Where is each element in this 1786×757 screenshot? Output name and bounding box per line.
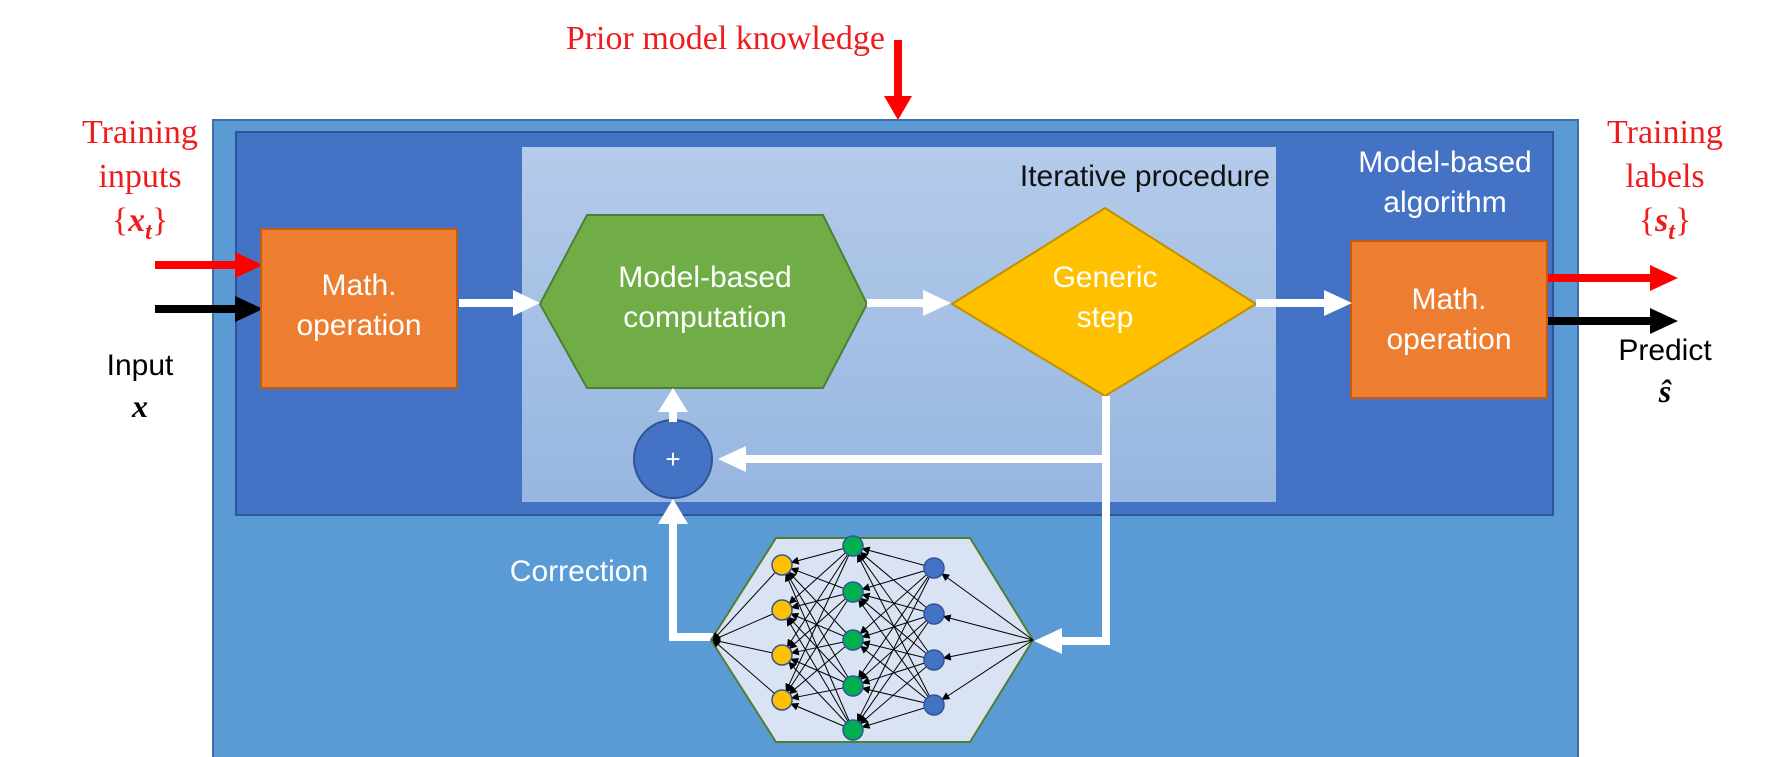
nn-edge [861, 704, 935, 729]
nn-node-green [842, 629, 864, 651]
nn-edge [859, 597, 935, 661]
neural-network-hexagon [709, 537, 1035, 743]
prior-knowledge-label: Prior model knowledge [565, 20, 885, 57]
predict-text: Predict [1618, 334, 1712, 367]
nn-edge [712, 609, 783, 641]
input-label: Input x [80, 346, 200, 426]
nn-node-yellow [771, 554, 793, 576]
nn-edge [941, 639, 1034, 701]
training-label-arrow [1546, 265, 1678, 291]
predict-arrow [1546, 308, 1678, 334]
nn-edge [858, 613, 935, 723]
nn-edge [790, 612, 854, 641]
nn-node-yellow [771, 644, 793, 666]
nn-edge [861, 640, 935, 661]
nn-edge [861, 592, 935, 615]
nn-edge [790, 658, 854, 687]
nn-edge [786, 617, 854, 731]
nn-node-green [842, 719, 864, 741]
nn-edge [788, 571, 854, 641]
nn-edge [859, 613, 935, 681]
nn-edge [858, 567, 935, 679]
training-labels-line1: Training [1607, 114, 1723, 151]
nn-node-green [842, 535, 864, 557]
nn-edge [788, 545, 854, 604]
model-based-computation-label: Model-based computation [618, 261, 792, 334]
neural-network-nodes [771, 535, 945, 741]
flow-arrow-math-to-computation [459, 290, 540, 316]
training-inputs-line2: inputs [98, 158, 182, 195]
sum-to-computation-arrow [658, 388, 688, 422]
nn-edge [942, 639, 1034, 661]
nn-edge [786, 572, 854, 687]
nn-edge [712, 639, 783, 701]
flow-arrow-computation-to-step [867, 290, 951, 316]
nn-node-blue [923, 557, 945, 579]
nn-edge [861, 685, 935, 706]
training-labels-set: {st} [1638, 202, 1692, 245]
math-operation-left-label: Math. operation [296, 269, 422, 342]
nn-edge [858, 599, 935, 706]
nn-edge [859, 551, 935, 615]
training-labels-label: Training labels {st} [1560, 111, 1770, 254]
nn-edge [788, 639, 854, 695]
input-symbol: x [132, 388, 148, 424]
training-labels-line2: labels [1625, 158, 1705, 195]
neural-network-edges [712, 545, 1034, 731]
nn-edge [861, 659, 935, 685]
input-text: Input [106, 349, 174, 382]
nn-node-blue [923, 694, 945, 716]
flow-arrow-step-to-math [1256, 290, 1352, 316]
generic-step-label: Generic step [1052, 261, 1158, 334]
nn-edge [861, 546, 935, 569]
correction-arrow [658, 499, 713, 641]
model-based-algorithm-title: Model-based algorithm [1358, 146, 1532, 219]
nn-node-blue [923, 603, 945, 625]
nn-edge [941, 573, 1034, 641]
math-operation-right-label: Math. operation [1386, 283, 1512, 356]
nn-edge [786, 591, 854, 693]
feedback-line [718, 396, 1110, 654]
nn-edge [785, 545, 854, 692]
nn-edge [860, 645, 935, 706]
nn-edge [788, 616, 854, 687]
sum-node-label: + [665, 444, 681, 474]
nn-node-green [842, 675, 864, 697]
nn-edge [788, 591, 854, 650]
math-operation-left-box [260, 228, 458, 389]
math-operation-right-box [1350, 240, 1548, 399]
predict-label: Predict ŝ [1600, 331, 1730, 411]
training-inputs-set: {xt} [111, 202, 169, 245]
nn-edge [857, 554, 935, 706]
correction-label: Correction [509, 555, 649, 588]
nn-node-blue [923, 649, 945, 671]
nn-node-green [842, 581, 864, 603]
training-input-arrow [155, 252, 263, 278]
nn-edge [861, 613, 935, 639]
nn-edge [859, 567, 935, 635]
nn-edge [790, 702, 854, 731]
nn-edge [712, 564, 783, 641]
nn-edge [788, 661, 854, 731]
nn-edge [786, 545, 854, 648]
prior-knowledge-arrow [884, 40, 912, 120]
nn-edge [857, 567, 935, 722]
nn-node-yellow [771, 689, 793, 711]
training-inputs-label: Training inputs {xt} [40, 111, 240, 254]
nn-node-yellow [771, 599, 793, 621]
predict-symbol: ŝ [1658, 373, 1672, 409]
nn-edge [861, 567, 935, 592]
nn-edge [785, 573, 854, 731]
nn-edge [942, 614, 1034, 641]
nn-edge [859, 659, 935, 725]
nn-edge [790, 567, 854, 593]
input-arrow [155, 296, 263, 322]
nn-edge [858, 553, 935, 661]
iterative-procedure-title: Iterative procedure [1019, 160, 1270, 193]
nn-edge [712, 637, 783, 656]
training-inputs-line1: Training [82, 114, 198, 151]
